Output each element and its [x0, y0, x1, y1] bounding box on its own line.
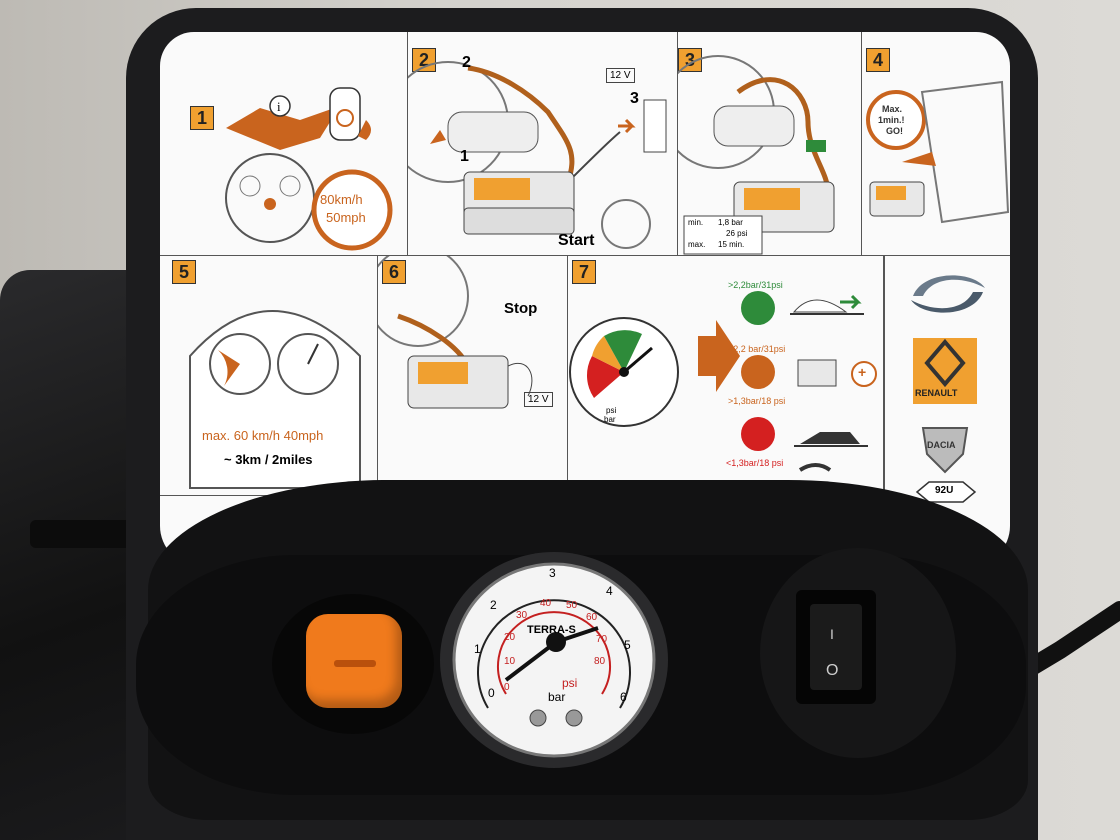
step-7-number: 7: [572, 260, 596, 284]
step-2-voltage: 12 V: [606, 68, 635, 83]
samsung-logo-icon: [911, 275, 985, 313]
gauge-bar-tick-1: 1: [474, 642, 481, 656]
gauge-bar-tick-5: 5: [624, 638, 631, 652]
step-2-start-label: Start: [558, 232, 595, 249]
step-2-number: 2: [412, 48, 436, 72]
gauge-unit-bar: bar: [548, 690, 566, 704]
step-7-panel: 7 psi bar >2,2bar/31psi <2,2 bar/31psi >…: [568, 256, 884, 496]
gauge-psi-tick-80: 80: [594, 656, 606, 667]
step-4-line-2: 1min.!: [878, 115, 905, 125]
step-3-panel: 3 min. 1,8 bar 26 psi max. 15 min.: [678, 32, 862, 256]
pressure-gauge: [452, 562, 656, 758]
step-2-callout-1: 1: [460, 148, 469, 165]
step-7-gauge-bar: bar: [604, 415, 616, 424]
renault-diamond-icon: [924, 338, 966, 388]
step-3-spec-psi: 26 psi: [726, 229, 748, 238]
plus-icon: +: [858, 364, 867, 380]
dacia-label: DACIA: [927, 440, 956, 450]
red-range-label: <1,3bar/18 psi: [726, 458, 784, 468]
step-1-illustration: i: [225, 87, 371, 243]
model-label: 92U: [935, 485, 954, 496]
renault-logo: RENAULT: [913, 338, 977, 404]
step-4-panel: 4 Max. 1min.! GO!: [862, 32, 1010, 256]
power-switch[interactable]: [810, 604, 862, 690]
step-5-speed: max. 60 km/h 40mph: [202, 428, 324, 443]
switch-off-label: O: [826, 662, 839, 679]
step-5-number: 5: [172, 260, 196, 284]
green-range-label: >2,2bar/31psi: [728, 280, 783, 290]
step-6-panel: 6 Stop 12 V: [378, 256, 568, 496]
gauge-psi-tick-60: 60: [586, 612, 598, 623]
instruction-label: 1 i 80km/h 50mph 2: [160, 32, 1010, 566]
step-2-illustration: [408, 61, 667, 249]
gauge-brand: TERRA-S: [527, 624, 576, 636]
step-3-spec-time: 15 min.: [718, 240, 745, 249]
gauge-psi-tick-50: 50: [566, 600, 578, 611]
step-6-illustration: [378, 256, 533, 409]
gauge-psi-tick-10: 10: [504, 656, 516, 667]
gauge-needle: [504, 640, 558, 682]
step-1-panel: 1 i 80km/h 50mph: [160, 32, 408, 256]
gauge-unit-psi: psi: [562, 676, 578, 690]
gauge-psi-tick-0: 0: [504, 682, 510, 693]
gauge-psi-tick-30: 30: [516, 610, 528, 621]
orange-range-label-bottom: >1,3bar/18 psi: [728, 396, 786, 406]
dacia-badge-icon: [921, 427, 969, 474]
step-2-callout-2: 2: [462, 54, 471, 71]
step-6-stop-label: Stop: [504, 300, 538, 317]
cap-slot: [334, 660, 376, 667]
step-3-illustration: [678, 55, 835, 255]
switch-on-label: I: [830, 626, 834, 642]
step-2-callout-3: 3: [630, 90, 639, 107]
step-4-line-3: GO!: [886, 126, 903, 136]
step-6-voltage: 12 V: [524, 392, 553, 407]
step-1-number: 1: [190, 106, 214, 130]
step-1-speed-kmh: 80km/h: [320, 192, 363, 207]
gauge-bar-tick-4: 4: [606, 584, 613, 598]
step-6-number: 6: [382, 260, 406, 284]
gauge-psi-tick-70: 70: [596, 634, 608, 645]
speed-limit-sign: [311, 169, 393, 251]
svg-text:i: i: [277, 99, 281, 114]
gauge-psi-tick-40: 40: [540, 598, 552, 609]
gauge-bar-tick-6: 6: [620, 690, 627, 704]
step-5-distance: ~ 3km / 2miles: [224, 452, 313, 467]
step-3-spec-min-label: min.: [688, 218, 704, 227]
gauge-psi-tick-20: 20: [504, 632, 516, 643]
step-7-gauge-psi: psi: [606, 406, 617, 415]
step-3-spec-bar: 1,8 bar: [718, 218, 743, 227]
step-5-panel: 5 max. 60 km/h 40mph ~ 3km / 2miles: [160, 256, 378, 496]
pressure-chart-illustration: [569, 291, 877, 472]
gauge-bar-tick-2: 2: [490, 598, 497, 612]
renault-label: RENAULT: [915, 388, 958, 398]
step-4-line-1: Max.: [882, 104, 903, 114]
step-4-illustration: [866, 80, 1010, 224]
step-1-speed-mph: 50mph: [326, 210, 366, 225]
step-4-number: 4: [866, 48, 890, 72]
brand-panel: RENAULT DACIA 92U: [884, 256, 1010, 503]
gauge-bar-tick-0: 0: [488, 686, 495, 700]
step-5-illustration: [189, 310, 361, 489]
step-3-spec-max-label: max.: [688, 240, 706, 249]
orange-range-label-top: <2,2 bar/31psi: [728, 344, 786, 354]
step-2-panel: 2 1 2 3 12 V Start: [408, 32, 678, 256]
gauge-bar-tick-3: 3: [549, 566, 556, 580]
